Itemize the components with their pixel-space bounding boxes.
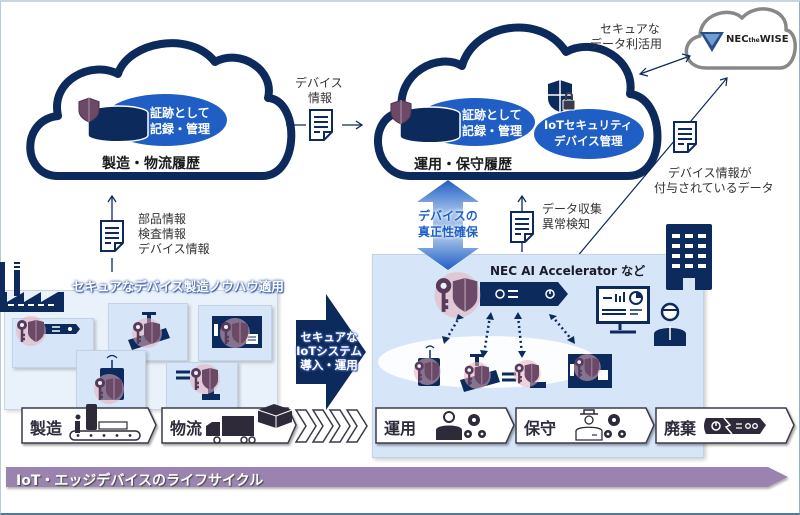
secure-iot-line1: セキュアな	[300, 330, 358, 344]
data-with-info-line1: デバイス情報が	[668, 166, 752, 180]
secure-data-line2: データ利活用	[590, 37, 663, 51]
authenticity-line1: デバイスの	[418, 209, 478, 223]
device-info-line1: デバイス	[295, 76, 343, 90]
logo-nec: NEC	[726, 34, 749, 45]
left-device-icons	[14, 312, 262, 404]
logo-the: the	[748, 37, 760, 44]
cloud2-oval1-line2: 記録・管理	[462, 124, 523, 138]
secure-iot-line3: 導入・運用	[300, 358, 358, 372]
mfg-info-line3: デバイス情報	[138, 242, 210, 256]
data-with-info-line2: 付与されているデータ	[654, 181, 774, 195]
cloud2-oval2-line1: IoTセキュリティ	[544, 118, 633, 132]
cloud2-oval2-line2: デバイス管理	[554, 134, 623, 148]
stage-disposal: 廃棄	[656, 408, 788, 444]
building-icon	[666, 224, 712, 290]
stage-maintenance-label: 保守	[524, 419, 557, 438]
data-collection-line1: データ収集	[542, 202, 603, 216]
cloud1-oval-line1: 証跡として	[150, 106, 210, 120]
authenticity-label: デバイスの 真正性確保	[418, 208, 478, 240]
stage-operation: 運用	[376, 408, 508, 444]
stage-manufacturing-label: 製造	[30, 419, 63, 438]
stage-maintenance: 保守	[516, 408, 648, 444]
nec-the-wise-logo: NECtheWISE	[726, 34, 789, 45]
cloud2-oval1-line1: 証跡として	[462, 108, 522, 122]
secure-iot-arrow-text: セキュアな IoTシステム 導入・運用	[288, 330, 370, 372]
cloud1-oval-line2: 記録・管理	[150, 122, 211, 136]
authenticity-double-arrow	[417, 180, 479, 270]
lifecycle-label: IoT・エッジデバイスのライフサイクル	[16, 473, 264, 489]
secure-iot-arrow-shape	[296, 294, 366, 410]
logo-wise: WISE	[759, 34, 789, 45]
operation-panel-icons	[378, 272, 686, 392]
secure-iot-line2: IoTシステム	[296, 344, 362, 358]
factory-icon	[0, 262, 64, 312]
stage-logistics-label: 物流	[170, 419, 203, 438]
stage-logistics: 物流	[162, 408, 292, 444]
mfg-info-line2: 検査情報	[138, 227, 187, 241]
transition-chevrons	[294, 409, 368, 443]
device-info-line2: 情報	[308, 91, 333, 105]
secure-manufacturing-banner: セキュアなデバイス製造ノウハウ適用	[72, 279, 284, 294]
stage-disposal-label: 廃棄	[664, 419, 697, 438]
gateway-label: NEC AI Accelerator など	[490, 264, 646, 278]
secure-data-line1: セキュアな	[600, 22, 660, 36]
mfg-info-line1: 部品情報	[138, 212, 187, 226]
stage-operation-label: 運用	[384, 419, 417, 438]
stage-manufacturing: 製造	[22, 408, 152, 444]
cloud1-label: 製造・物流履歴	[102, 156, 200, 172]
lifecycle-stages	[21, 404, 795, 444]
cloud2-label: 運用・保守履歴	[414, 157, 512, 173]
authenticity-line2: 真正性確保	[418, 225, 479, 239]
data-collection-line2: 異常検知	[542, 217, 591, 231]
lifecycle-bar	[6, 467, 788, 487]
